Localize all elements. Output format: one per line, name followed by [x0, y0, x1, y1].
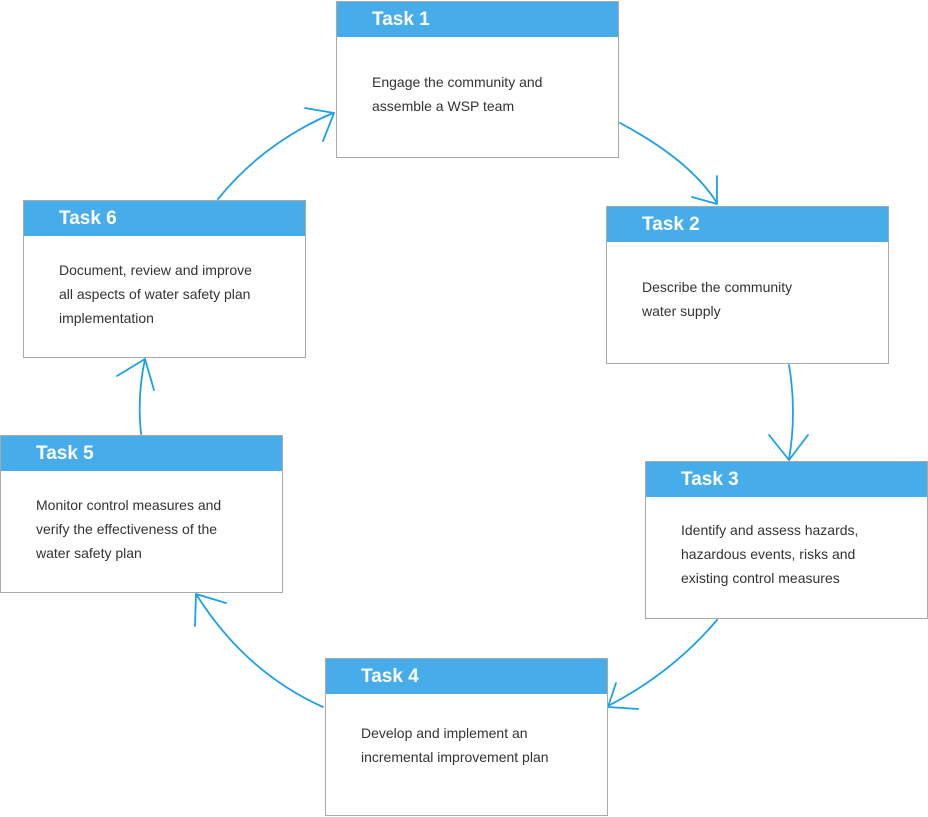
task-5-description-line: verify the effectiveness of the	[36, 521, 218, 537]
arrowhead-task2-icon	[691, 175, 718, 205]
task-6-description-line: Document, review and improve	[59, 262, 252, 278]
arrow-task6-to-task1	[217, 112, 334, 200]
task-3-description-line: Identify and assess hazards,	[681, 522, 859, 538]
task-2-description-line: water supply	[642, 303, 721, 319]
task-5-description-line: Monitor control measures and	[36, 497, 222, 513]
task-6-description-line: all aspects of water safety plan	[59, 286, 251, 302]
task-4-box: Task 4 Develop and implement an incremen…	[325, 658, 608, 816]
task-2-description-line: Describe the community	[642, 279, 793, 295]
task-2-box: Task 2 Describe the community water supp…	[606, 206, 889, 364]
arrow-task2-to-task3	[788, 364, 794, 460]
arrowhead-task1-icon	[304, 107, 335, 142]
task-5-box: Task 5 Monitor control measures and veri…	[0, 435, 283, 593]
task-1-box: Task 1 Engage the community and assemble…	[336, 1, 619, 158]
task-4-description: Develop and implement an incremental imp…	[361, 721, 591, 769]
task-5-title: Task 5	[1, 436, 282, 471]
arrowhead-task4-icon	[607, 682, 639, 710]
task-6-box: Task 6 Document, review and improve all …	[23, 200, 306, 358]
task-3-description: Identify and assess hazards, hazardous e…	[681, 518, 911, 590]
arrow-task1-to-task2	[619, 122, 718, 204]
task-1-description: Engage the community and assemble a WSP …	[372, 70, 602, 118]
task-3-description-line: existing control measures	[681, 570, 840, 586]
arrowhead-task6-icon	[116, 358, 155, 391]
arrow-task3-to-task4	[607, 619, 718, 707]
task-2-title: Task 2	[607, 207, 888, 242]
arrow-task5-to-task6	[138, 358, 146, 435]
task-5-description-line: water safety plan	[36, 545, 142, 561]
task-6-description: Document, review and improve all aspects…	[59, 258, 289, 330]
task-1-description-line: Engage the community and	[372, 74, 543, 90]
task-3-title: Task 3	[646, 462, 927, 497]
task-3-box: Task 3 Identify and assess hazards, haza…	[645, 461, 928, 619]
task-4-description-line: Develop and implement an	[361, 725, 528, 741]
task-6-description-line: implementation	[59, 310, 154, 326]
task-3-description-line: hazardous events, risks and	[681, 546, 856, 562]
task-6-title: Task 6	[24, 201, 305, 236]
arrowhead-task5-icon	[194, 593, 227, 627]
arrow-task4-to-task5	[195, 593, 324, 708]
task-1-title: Task 1	[337, 2, 618, 37]
task-1-description-line: assemble a WSP team	[372, 98, 515, 114]
arrowhead-task3-icon	[768, 434, 809, 461]
task-4-title: Task 4	[326, 659, 607, 694]
task-5-description: Monitor control measures and verify the …	[36, 493, 266, 565]
task-4-description-line: incremental improvement plan	[361, 749, 549, 765]
task-2-description: Describe the community water supply	[642, 275, 872, 323]
